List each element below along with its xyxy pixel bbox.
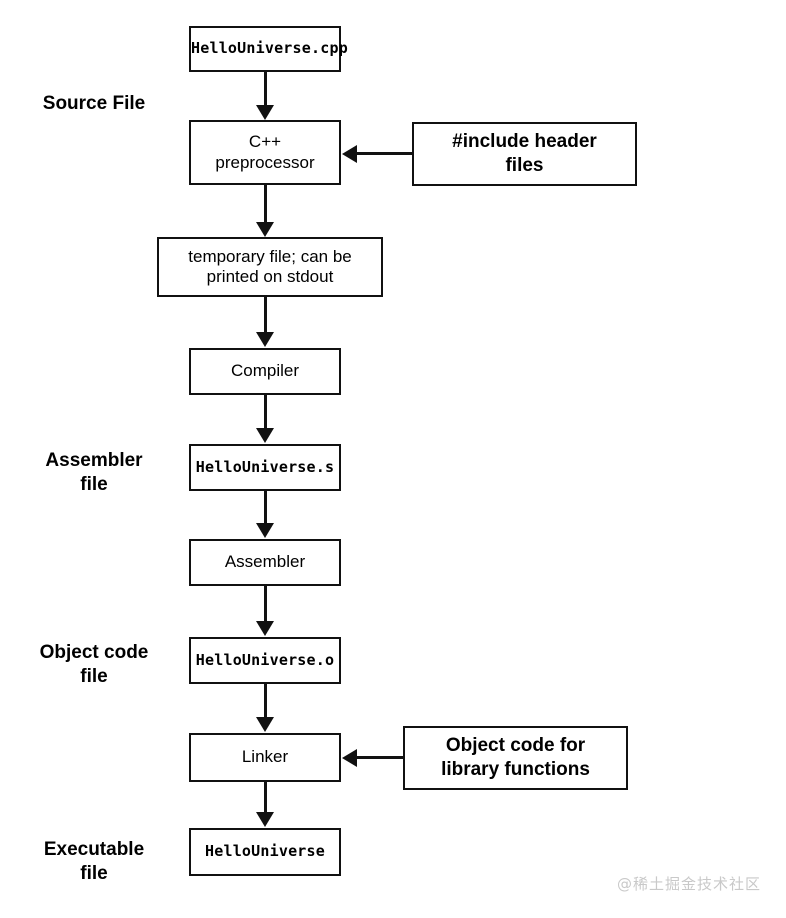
node-include-header-files[interactable]: #include header files [412,122,637,186]
node-object-code-library[interactable]: Object code for library functions [403,726,628,790]
edge-include-to-preprocessor-line [356,152,414,155]
edge-s-to-assembler-line [263,491,267,524]
stage-label-assembler-file: Assembler file [45,450,143,495]
edge-compiler-to-s-line [263,395,267,429]
node-hellouniverse-cpp-label: HelloUniverse.cpp [191,39,348,58]
node-linker-label: Linker [241,747,289,767]
node-temporary-file-label: temporary file; can be printed on stdout [188,246,352,286]
node-hellouniverse-cpp[interactable]: HelloUniverse.cpp [189,26,348,72]
node-cpp-preprocessor-label: C++ preprocessor [215,132,315,172]
edge-library-to-linker-line [356,756,405,759]
node-include-header-files-label: #include header files [452,131,597,176]
node-temporary-file[interactable]: temporary file; can be printed on stdout [157,237,383,297]
node-object-code-library-label: Object code for library functions [441,735,590,780]
edge-cpp-to-preprocessor-line [263,72,267,107]
node-hellouniverse-s[interactable]: HelloUniverse.s [189,444,341,491]
node-assembler[interactable]: Assembler [189,539,341,586]
edge-o-to-linker-arrowhead [256,717,274,732]
edge-preprocessor-to-temporary-arrowhead [256,222,274,237]
watermark-text: @稀土掘金技术社区 [617,875,762,893]
edge-assembler-to-o-line [263,586,267,622]
stage-label-executable-file: Executable file [43,839,145,884]
node-hellouniverse-exe-label: HelloUniverse [205,842,325,861]
edge-temporary-to-compiler-arrowhead [256,332,274,347]
edge-linker-to-exe-arrowhead [256,812,274,827]
edge-s-to-assembler-arrowhead [256,523,274,538]
stage-label-object-code-file: Object code file [39,642,149,687]
node-compiler[interactable]: Compiler [189,348,341,395]
node-hellouniverse-o[interactable]: HelloUniverse.o [189,637,341,684]
edge-temporary-to-compiler-line [263,297,267,334]
edge-preprocessor-to-temporary-line [263,185,267,224]
node-hellouniverse-s-label: HelloUniverse.s [195,457,335,476]
node-hellouniverse-o-label: HelloUniverse.o [195,650,335,669]
node-compiler-label: Compiler [230,361,300,381]
edge-assembler-to-o-arrowhead [256,621,274,636]
node-linker[interactable]: Linker [189,733,341,782]
edge-compiler-to-s-arrowhead [256,428,274,443]
node-cpp-preprocessor[interactable]: C++ preprocessor [189,120,341,185]
edge-o-to-linker-line [263,684,267,718]
node-assembler-label: Assembler [224,552,306,572]
stage-label-source-file: Source File [42,93,146,114]
edge-library-to-linker-arrowhead [342,748,357,767]
node-hellouniverse-exe[interactable]: HelloUniverse [189,828,341,876]
edge-linker-to-exe-line [263,782,267,814]
edge-cpp-to-preprocessor-arrowhead [256,105,274,120]
edge-include-to-preprocessor-arrowhead [342,144,357,163]
